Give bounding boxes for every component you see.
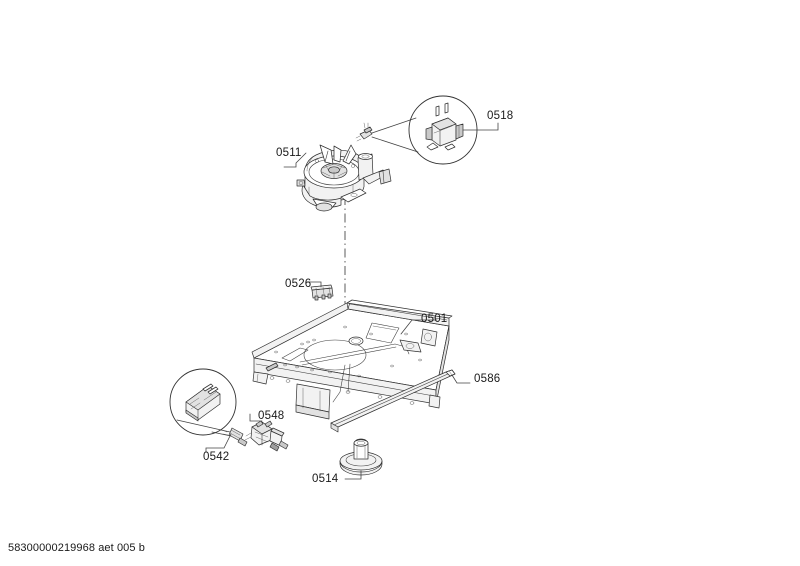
part-0542-connector-plug xyxy=(221,427,248,447)
detail-circle-0518 xyxy=(371,95,478,165)
part-label-0548: 0548 xyxy=(258,410,284,422)
leader-0511 xyxy=(283,152,307,168)
part-0511-fan-motor-assembly xyxy=(296,144,392,212)
leader-0586 xyxy=(451,374,471,384)
leader-0526 xyxy=(305,281,322,288)
leader-0542 xyxy=(205,433,232,453)
part-0586-front-rail xyxy=(330,369,456,433)
part-0526-retaining-clip xyxy=(310,284,334,301)
leader-0514 xyxy=(344,470,362,480)
footer-document-code: 58300000219968 aet 005 b xyxy=(8,542,145,554)
part-label-0542: 0542 xyxy=(203,451,229,463)
part-label-0586: 0586 xyxy=(474,373,500,385)
part-label-0501: 0501 xyxy=(421,313,447,325)
detail-0542-plug-body xyxy=(185,383,221,422)
detail-circle-0542 xyxy=(169,368,237,437)
part-label-0514: 0514 xyxy=(312,473,339,485)
detail-0518-thermal-switch xyxy=(425,102,464,151)
part-label-0511: 0511 xyxy=(276,147,302,159)
leader-0518 xyxy=(462,122,499,131)
leader-0548 xyxy=(249,413,263,422)
part-label-0518: 0518 xyxy=(487,110,513,122)
part-0514-leveling-foot xyxy=(339,438,383,476)
part-0548-terminal-block xyxy=(244,420,289,452)
part-label-0526: 0526 xyxy=(285,278,311,290)
leader-0501 xyxy=(400,319,438,335)
part-0501-base-plate xyxy=(251,299,453,420)
part-0518-on-assembly xyxy=(355,122,373,142)
